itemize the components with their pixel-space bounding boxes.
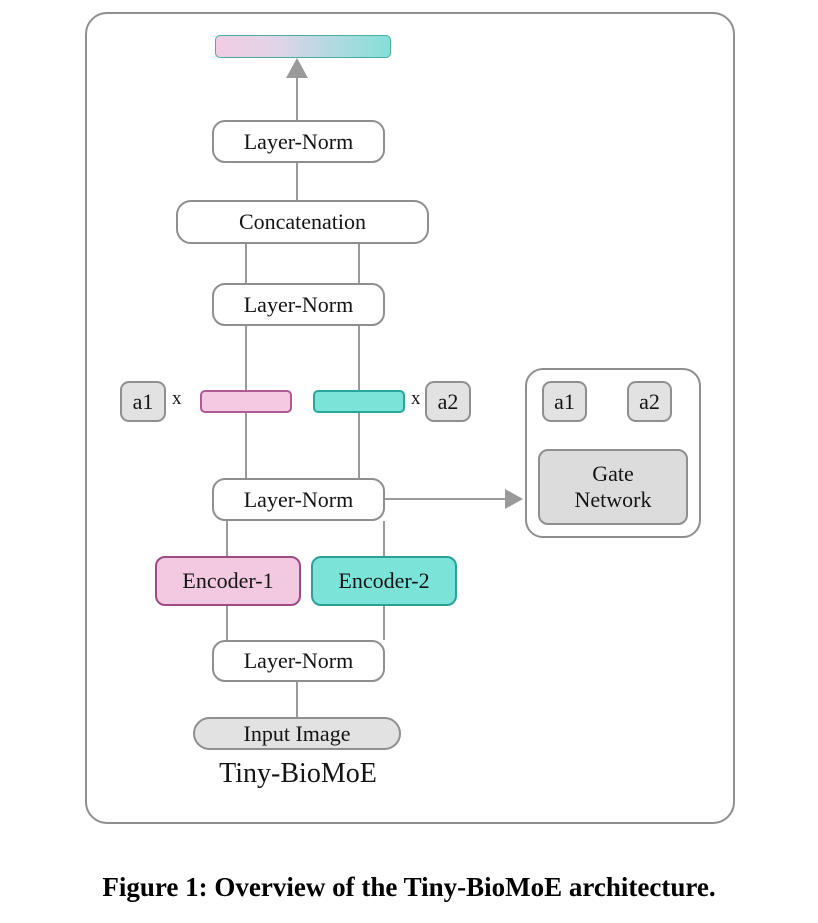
concatenation-box: Concatenation — [176, 200, 429, 244]
gate-a2-box: a2 — [627, 381, 672, 422]
gate-a1-box: a1 — [542, 381, 587, 422]
diagram-title: Tiny-BioMoE — [219, 758, 377, 789]
multiply-sign-right: x — [411, 388, 421, 409]
layer-norm-box-bottom: Layer-Norm — [212, 640, 385, 682]
layer-norm-box-middle: Layer-Norm — [212, 478, 385, 521]
layer-norm-box-top: Layer-Norm — [212, 120, 385, 163]
figure-caption: Figure 1: Overview of the Tiny-BioMoE ar… — [102, 872, 716, 902]
connector-line — [296, 163, 298, 200]
right-arrow-line — [385, 498, 506, 500]
connector-line — [245, 244, 247, 283]
layer-norm-box-upper: Layer-Norm — [212, 283, 385, 326]
right-arrow-head — [505, 489, 523, 509]
a1-label-box: a1 — [120, 381, 166, 422]
a1-weight-bar — [200, 390, 292, 413]
connector-line — [383, 521, 385, 556]
connector-line — [358, 413, 360, 478]
output-feature-bar — [215, 35, 391, 58]
gate-network-label-line2: Network — [574, 487, 652, 512]
gate-network-label-line1: Gate — [592, 460, 634, 486]
gate-network-box: Gate Network — [538, 449, 688, 525]
input-image-box: Input Image — [193, 717, 401, 750]
connector-line — [245, 413, 247, 478]
connector-line — [245, 326, 247, 390]
up-arrow-head — [286, 58, 308, 78]
up-arrow-line — [296, 76, 298, 120]
multiply-sign-left: x — [172, 388, 182, 409]
connector-line — [226, 606, 228, 640]
a2-weight-bar — [313, 390, 405, 413]
connector-line — [358, 244, 360, 283]
connector-line — [296, 682, 298, 717]
connector-line — [358, 326, 360, 390]
connector-line — [383, 606, 385, 640]
encoder-1-box: Encoder-1 — [155, 556, 301, 606]
encoder-2-box: Encoder-2 — [311, 556, 457, 606]
connector-line — [226, 521, 228, 556]
a2-label-box: a2 — [425, 381, 471, 422]
